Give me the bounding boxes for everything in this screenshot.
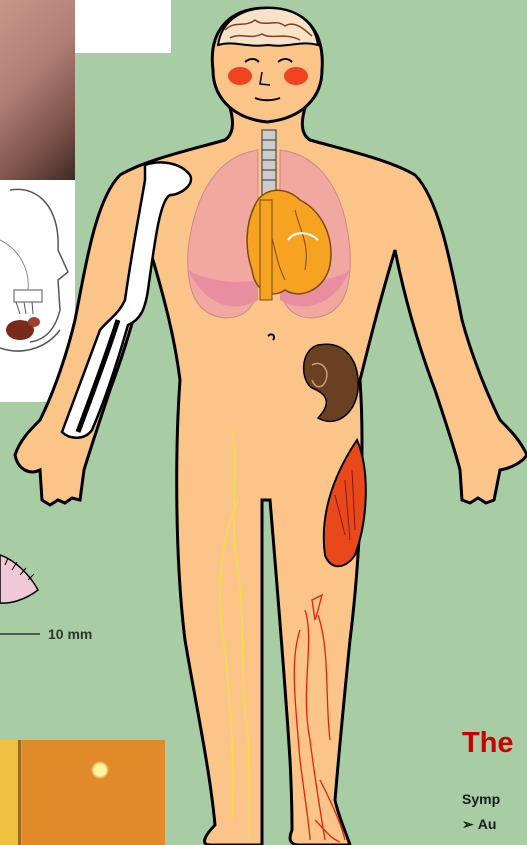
bullet-arrow-icon: ➢ [462,816,474,832]
slide-title: The [462,727,514,760]
photo-divider [18,740,21,845]
bullet-text: Au [478,816,497,832]
bullet-item: ➢Au [462,816,496,833]
slide-subtitle: Symp [462,791,500,807]
microscopy-photo [0,740,165,845]
head [212,8,322,122]
eye-drawing [0,555,38,603]
scale-bar-label: 10 mm [48,626,92,642]
